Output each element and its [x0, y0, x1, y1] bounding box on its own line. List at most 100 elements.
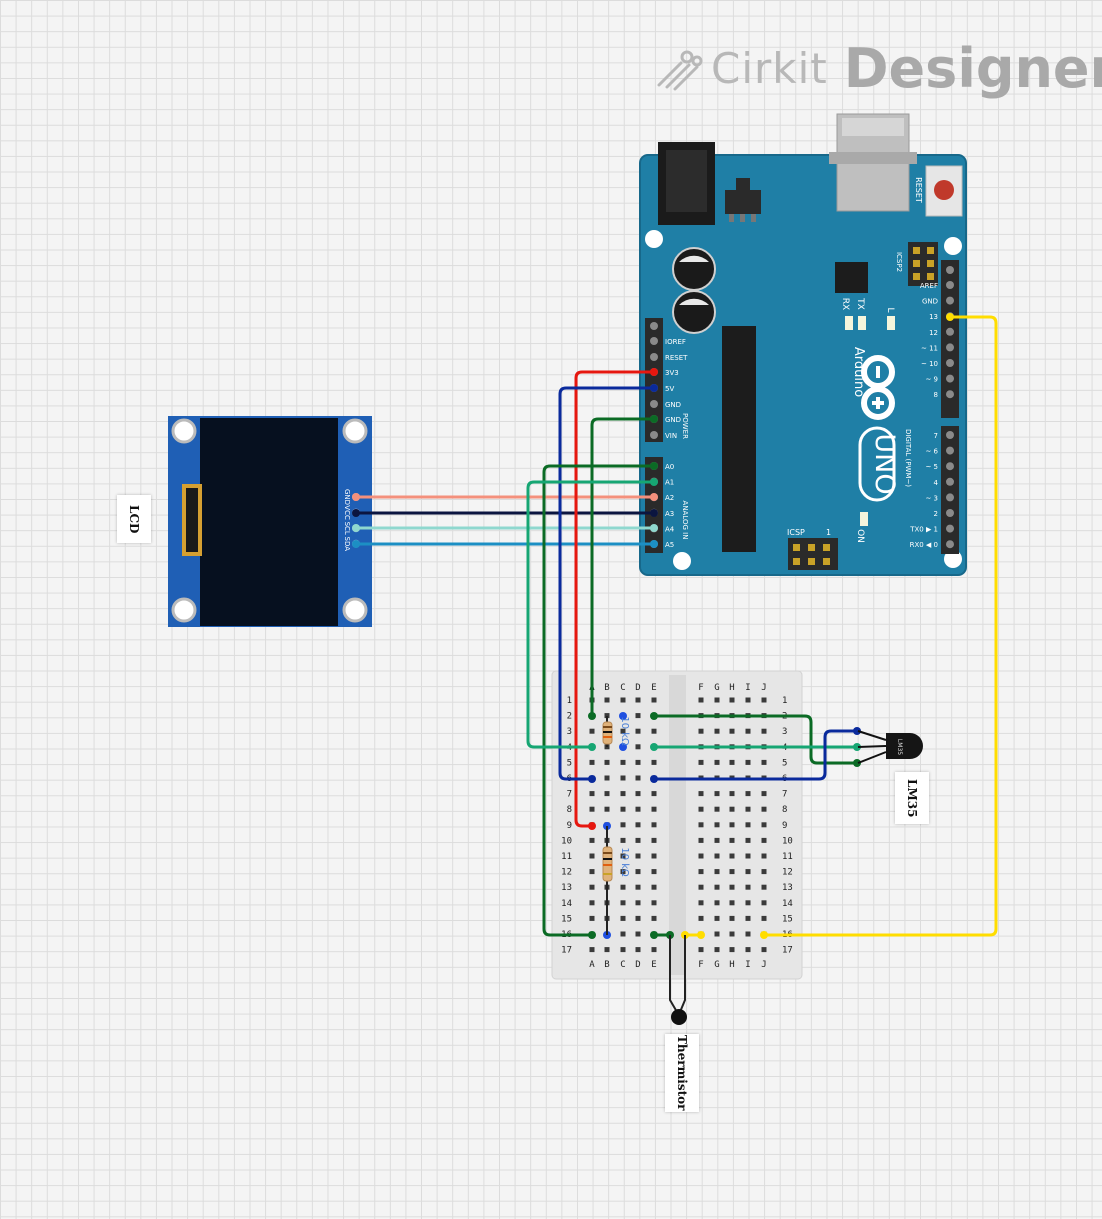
breadboard-hole[interactable]	[604, 759, 610, 765]
breadboard-hole[interactable]	[604, 947, 610, 953]
breadboard-hole[interactable]	[635, 759, 641, 765]
wire-gnd-row16[interactable]	[762, 315, 998, 937]
wire-endpoint[interactable]	[588, 712, 596, 720]
breadboard-hole[interactable]	[698, 697, 704, 703]
breadboard-hole[interactable]	[761, 791, 767, 797]
power-pin[interactable]	[650, 353, 658, 361]
digital-pin[interactable]	[946, 462, 954, 471]
power-pin[interactable]	[650, 400, 658, 408]
wire-gnd-row2[interactable]	[590, 417, 656, 718]
breadboard-hole[interactable]	[761, 947, 767, 953]
breadboard-hole[interactable]	[761, 759, 767, 765]
wire-endpoint[interactable]	[650, 509, 658, 517]
breadboard-hole[interactable]	[745, 947, 751, 953]
wire-endpoint[interactable]	[697, 931, 705, 939]
breadboard-hole[interactable]	[589, 806, 595, 812]
breadboard-hole[interactable]	[620, 947, 626, 953]
wire-lm35-vcc[interactable]	[652, 729, 859, 781]
breadboard-hole[interactable]	[620, 884, 626, 890]
breadboard-hole[interactable]	[714, 728, 720, 734]
breadboard-hole[interactable]	[714, 806, 720, 812]
breadboard-hole[interactable]	[698, 884, 704, 890]
wire-endpoint[interactable]	[650, 368, 658, 376]
wire-endpoint[interactable]	[352, 493, 360, 501]
breadboard-hole[interactable]	[651, 915, 657, 921]
breadboard-hole[interactable]	[698, 853, 704, 859]
breadboard-hole[interactable]	[620, 697, 626, 703]
breadboard-hole[interactable]	[589, 759, 595, 765]
digital-pin[interactable]	[946, 374, 954, 383]
breadboard-hole[interactable]	[698, 837, 704, 843]
breadboard-hole[interactable]	[635, 806, 641, 812]
breadboard-hole[interactable]	[745, 806, 751, 812]
breadboard-hole[interactable]	[761, 837, 767, 843]
wire-endpoint[interactable]	[650, 931, 658, 939]
breadboard-hole[interactable]	[729, 869, 735, 875]
breadboard-hole[interactable]	[761, 915, 767, 921]
breadboard-hole[interactable]	[698, 822, 704, 828]
breadboard-hole[interactable]	[589, 884, 595, 890]
digital-pin[interactable]	[946, 390, 954, 399]
wire-endpoint[interactable]	[650, 384, 658, 392]
digital-pin[interactable]	[946, 493, 954, 502]
breadboard-hole[interactable]	[651, 759, 657, 765]
breadboard-hole[interactable]	[729, 900, 735, 906]
wire-endpoint[interactable]	[650, 712, 658, 720]
breadboard-hole[interactable]	[589, 853, 595, 859]
breadboard-hole[interactable]	[698, 947, 704, 953]
wire-endpoint[interactable]	[650, 524, 658, 532]
breadboard-hole[interactable]	[714, 759, 720, 765]
breadboard-hole[interactable]	[635, 791, 641, 797]
breadboard-hole[interactable]	[589, 900, 595, 906]
breadboard-hole[interactable]	[620, 837, 626, 843]
breadboard-hole[interactable]	[651, 806, 657, 812]
breadboard-hole[interactable]	[635, 775, 641, 781]
breadboard-hole[interactable]	[714, 931, 720, 937]
breadboard-hole[interactable]	[635, 697, 641, 703]
breadboard-hole[interactable]	[604, 806, 610, 812]
breadboard-hole[interactable]	[714, 915, 720, 921]
breadboard-hole[interactable]	[620, 915, 626, 921]
breadboard-hole[interactable]	[729, 915, 735, 921]
breadboard-hole[interactable]	[745, 759, 751, 765]
wire-endpoint[interactable]	[650, 743, 658, 751]
wire-endpoint[interactable]	[650, 540, 658, 548]
digital-pin[interactable]	[946, 540, 954, 549]
breadboard-hole[interactable]	[604, 713, 610, 719]
wire-endpoint[interactable]	[352, 509, 360, 517]
breadboard-hole[interactable]	[745, 853, 751, 859]
wire-endpoint[interactable]	[352, 524, 360, 532]
breadboard-hole[interactable]	[714, 822, 720, 828]
breadboard-hole[interactable]	[745, 931, 751, 937]
wire-endpoint[interactable]	[650, 462, 658, 470]
breadboard-hole[interactable]	[761, 822, 767, 828]
digital-pin[interactable]	[946, 296, 954, 305]
breadboard-hole[interactable]	[635, 837, 641, 843]
breadboard-hole[interactable]	[698, 806, 704, 812]
breadboard-hole[interactable]	[745, 915, 751, 921]
arduino-uno[interactable]: IOREFRESET3V35VGNDGNDVINA0A1A2A3A4A5AREF…	[639, 113, 967, 576]
digital-pin[interactable]	[946, 431, 954, 439]
wire-endpoint[interactable]	[588, 743, 596, 751]
digital-pin[interactable]	[946, 327, 954, 336]
wire-endpoint[interactable]	[853, 743, 861, 751]
breadboard-hole[interactable]	[729, 759, 735, 765]
breadboard-hole[interactable]	[714, 837, 720, 843]
breadboard-hole[interactable]	[589, 947, 595, 953]
lm35-sensor[interactable]: LM35	[857, 730, 923, 764]
breadboard-hole[interactable]	[714, 947, 720, 953]
breadboard-hole[interactable]	[635, 869, 641, 875]
breadboard-hole[interactable]	[761, 900, 767, 906]
breadboard-hole[interactable]	[714, 791, 720, 797]
resistor-2[interactable]: 10 kΩ	[602, 826, 630, 935]
breadboard-hole[interactable]	[698, 791, 704, 797]
breadboard-hole[interactable]	[620, 869, 626, 875]
breadboard-hole[interactable]	[620, 806, 626, 812]
resistor-1[interactable]: 10 kΩ	[602, 716, 630, 747]
breadboard-hole[interactable]	[651, 947, 657, 953]
breadboard-hole[interactable]	[714, 869, 720, 875]
wire-a1-row4[interactable]	[526, 480, 656, 749]
breadboard-hole[interactable]	[589, 728, 595, 734]
wire-5v-row6[interactable]	[558, 386, 656, 781]
wire-endpoint[interactable]	[853, 727, 861, 735]
